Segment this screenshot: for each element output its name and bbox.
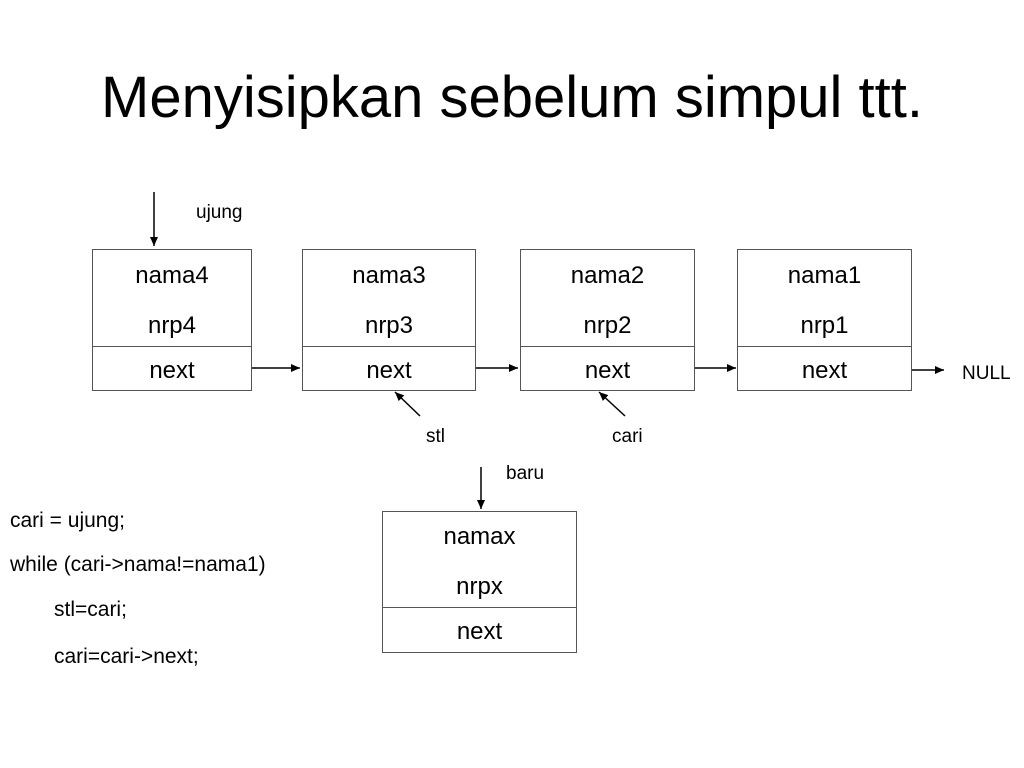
node-data-section — [303, 250, 475, 347]
ujung-label: ujung — [196, 202, 243, 223]
node-data-section — [93, 250, 251, 347]
node-next: next — [456, 618, 503, 645]
node-name: namax — [443, 523, 516, 550]
node-name: nama2 — [570, 262, 645, 289]
node-nrp: nrp2 — [583, 312, 632, 339]
cari-label: cari — [612, 426, 643, 447]
node-next: next — [366, 357, 412, 384]
node-name: nama3 — [352, 262, 426, 289]
new-node: namax nrpx next — [382, 511, 577, 653]
node-data-section — [383, 512, 576, 608]
code-line: stl=cari; — [54, 598, 127, 621]
node-nrp: nrp1 — [800, 312, 849, 339]
stl-label: stl — [426, 426, 445, 447]
list-node: nama3 nrp3 next — [302, 249, 476, 391]
node-next: next — [584, 357, 631, 384]
baru-label: baru — [506, 463, 545, 484]
stl-pointer-arrow — [394, 391, 421, 417]
code-line: while (cari->nama!=nama1) — [10, 553, 266, 576]
list-node: nama1 nrp1 next — [737, 249, 912, 391]
code-line: cari = ujung; — [10, 509, 125, 532]
node-next: next — [801, 357, 848, 384]
slide-title: Menyisipkan sebelum simpul ttt. — [101, 65, 923, 130]
node-name: nama1 — [787, 262, 862, 289]
node-next: next — [149, 357, 195, 384]
list-node: nama4 nrp4 next — [92, 249, 252, 391]
list-node: nama2 nrp2 next — [520, 249, 695, 391]
code-line: cari=cari->next; — [54, 645, 199, 668]
cari-pointer-arrow — [598, 391, 626, 417]
node-data-section — [521, 250, 694, 347]
node-name: nama4 — [135, 262, 209, 289]
node-data-section — [738, 250, 911, 347]
node-nrp: nrp4 — [147, 312, 197, 339]
node-nrp: nrpx — [456, 573, 503, 600]
node-nrp: nrp3 — [364, 312, 414, 339]
null-label: NULL — [962, 363, 1011, 384]
